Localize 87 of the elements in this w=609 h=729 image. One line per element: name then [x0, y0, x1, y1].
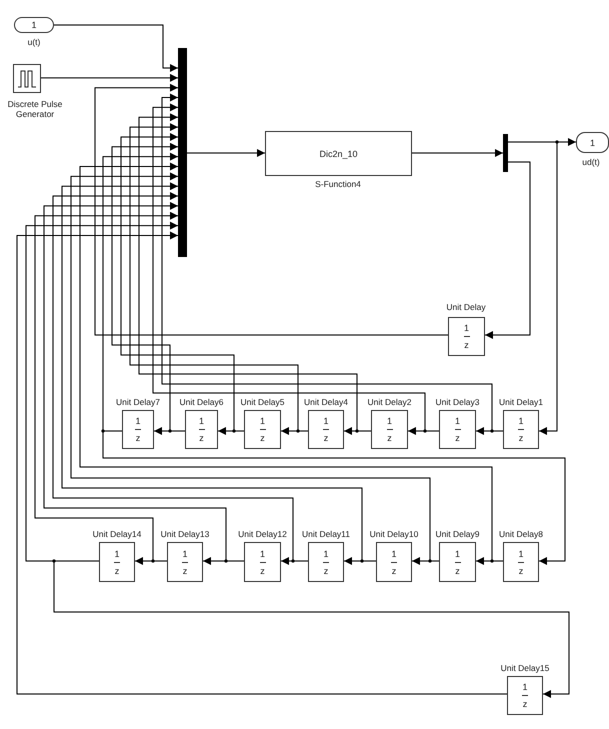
block-name: Discrete Pulse Generator — [6, 99, 64, 119]
fraction-text: z — [464, 340, 469, 350]
unit-delay-block — [503, 542, 539, 582]
block-name: Unit Delay — [445, 302, 487, 312]
unit-delay-block — [244, 410, 281, 449]
block-name: Unit Delay14 — [92, 529, 142, 539]
block-name: Unit Delay2 — [366, 397, 412, 407]
fraction-text: z — [260, 433, 265, 443]
block-label: 1 — [31, 20, 36, 30]
fraction-text: 1 — [518, 548, 524, 558]
port-block — [576, 132, 609, 153]
signal-arrow — [186, 149, 266, 157]
block-name: Unit Delay12 — [237, 529, 288, 539]
fraction-text: z — [392, 566, 396, 576]
block-name: Unit Delay7 — [115, 397, 161, 407]
fraction-text: z — [455, 566, 460, 576]
unit-delay-block — [371, 410, 408, 449]
fraction-text: z — [182, 566, 188, 576]
unit-delay-block — [167, 542, 203, 582]
unit-delay-block — [122, 410, 154, 449]
unit-delay-block — [439, 410, 476, 449]
signal-arrow — [40, 74, 178, 82]
fraction-text: z — [260, 566, 265, 576]
block-label: Dic2n_10 — [319, 148, 358, 158]
unit-delay-block — [439, 542, 476, 582]
fraction-text: 1 — [464, 323, 469, 333]
fraction-text: 1 — [114, 548, 120, 558]
fraction-text: 1 — [323, 548, 328, 558]
unit-delay-block — [308, 410, 344, 449]
block-name: Unit Delay11 — [300, 529, 352, 539]
block-name: S-Function4 — [314, 179, 362, 189]
block-name: Unit Delay10 — [368, 529, 420, 539]
unit-delay-block — [99, 542, 135, 582]
fraction-text: 1 — [454, 416, 460, 426]
fraction-text: z — [199, 433, 204, 443]
block-name: Unit Delay3 — [434, 397, 480, 407]
s-function-block — [265, 131, 412, 176]
fraction-text: 1 — [135, 416, 140, 426]
signal-arrow — [16, 231, 508, 694]
fraction-text: 1 — [454, 548, 460, 558]
pulse-generator-block — [13, 64, 41, 93]
signal-arrow — [412, 149, 504, 157]
fraction-text: 1 — [323, 416, 328, 426]
fraction-text: z — [518, 433, 524, 443]
fraction-text: z — [136, 433, 140, 443]
block-name: Unit Delay6 — [178, 397, 224, 407]
block-name: ud(t) — [581, 157, 601, 167]
block-name: Unit Delay1 — [498, 397, 544, 407]
signal-arrow — [102, 430, 566, 565]
block-name: u(t) — [26, 37, 42, 47]
unit-delay-block — [503, 410, 539, 449]
block-label: 1 — [590, 138, 595, 148]
signal-arrow — [484, 162, 530, 339]
fraction-text: z — [114, 566, 120, 576]
fraction-text: 1 — [260, 548, 265, 558]
fraction-text: z — [455, 433, 460, 443]
signal-arrow — [54, 24, 178, 72]
unit-delay-block — [376, 542, 412, 582]
unit-delay-block — [185, 410, 218, 449]
unit-delay-block — [244, 542, 281, 582]
block-name: Unit Delay13 — [160, 529, 210, 539]
signal-arrow — [54, 560, 570, 698]
fraction-text: 1 — [182, 548, 188, 558]
fraction-text: z — [324, 566, 328, 576]
block-name: Unit Delay8 — [498, 529, 544, 539]
unit-delay-block — [507, 676, 543, 715]
fraction-text: z — [522, 699, 528, 709]
block-name: Unit Delay4 — [303, 397, 349, 407]
fraction-text: 1 — [391, 548, 396, 558]
fraction-text: 1 — [518, 416, 524, 426]
unit-delay-block — [448, 317, 485, 356]
block-name: Unit Delay5 — [240, 397, 286, 407]
fraction-text: z — [518, 566, 524, 576]
block-name: Unit Delay9 — [434, 529, 480, 539]
mux-bar — [178, 48, 187, 257]
fraction-text: 1 — [522, 682, 528, 692]
demux-bar — [503, 134, 508, 172]
fraction-text: 1 — [386, 416, 392, 426]
unit-delay-block — [308, 542, 344, 582]
signal-arrow — [94, 84, 448, 336]
fraction-text: z — [324, 433, 328, 443]
fraction-text: 1 — [260, 416, 265, 426]
fraction-text: 1 — [198, 416, 204, 426]
port-block — [14, 17, 54, 33]
fraction-text: z — [387, 433, 392, 443]
signal-arrow — [102, 152, 178, 432]
block-name: Unit Delay15 — [500, 663, 550, 673]
